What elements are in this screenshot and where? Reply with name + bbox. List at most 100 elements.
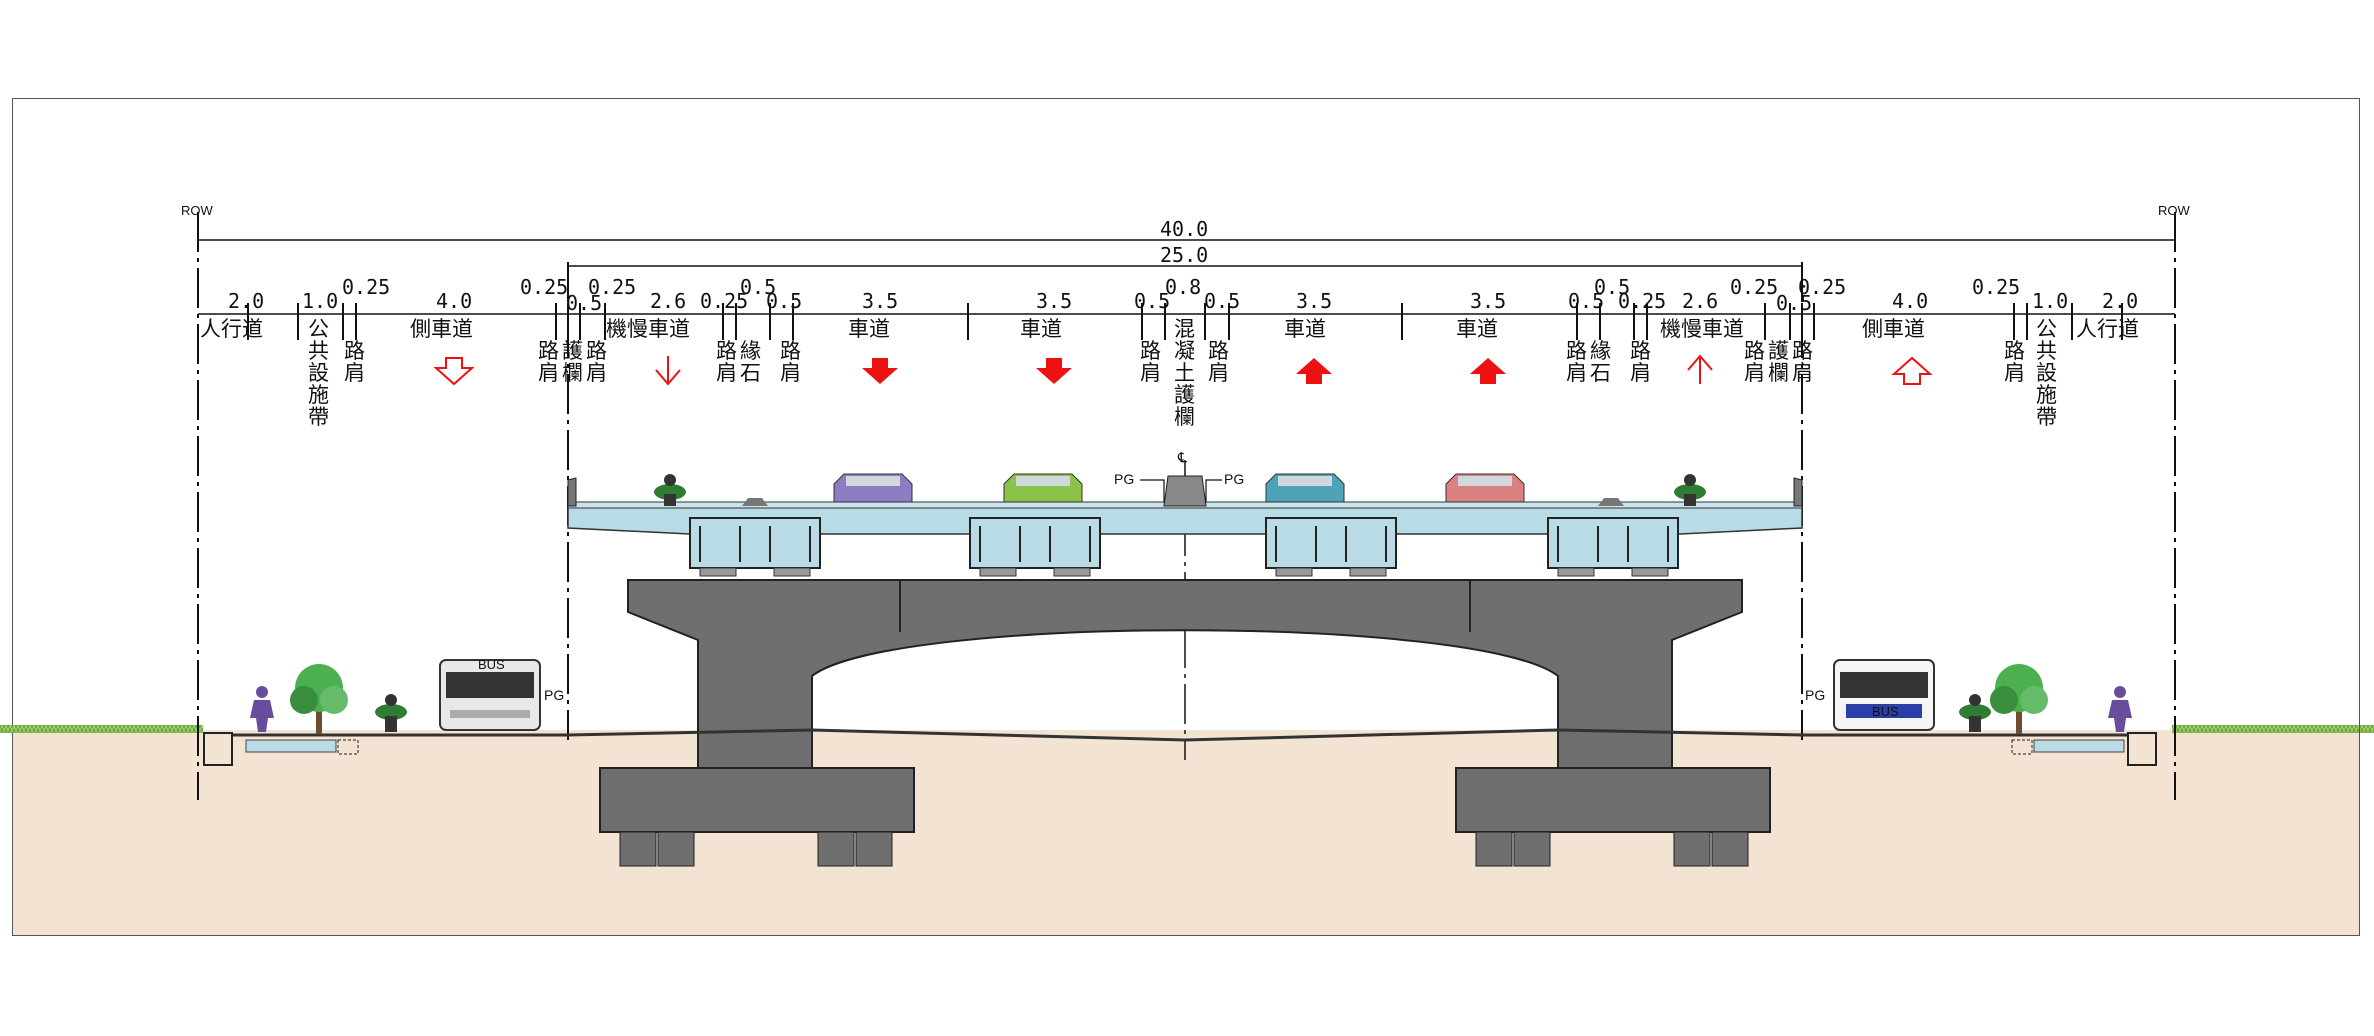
arrow-down-solid-icon	[862, 358, 898, 384]
label-sidewalk-right: 人行道	[2076, 317, 2139, 341]
svg-text:緣: 緣	[740, 339, 761, 363]
pedestrian-icon	[250, 686, 274, 732]
svg-text:欄: 欄	[1174, 405, 1195, 429]
bus-label: BUS	[1872, 704, 1899, 719]
pedestrian-icon	[2108, 686, 2132, 732]
svg-text:施: 施	[2036, 383, 2057, 407]
bus-icon: BUS	[1833, 659, 1935, 731]
svg-text:土: 土	[1174, 361, 1195, 385]
car-icon	[1445, 473, 1525, 503]
svg-text:肩: 肩	[344, 361, 365, 385]
svg-text:路: 路	[2004, 339, 2025, 363]
pg-label-ground-right: PG	[1805, 687, 1825, 703]
arrow-down-thin-icon	[655, 356, 681, 386]
svg-text:路: 路	[1140, 339, 1161, 363]
svg-text:護: 護	[562, 339, 583, 363]
svg-text:石: 石	[1590, 361, 1611, 385]
bus-icon: BUS	[439, 657, 541, 731]
dim-025a-right: 0.25	[1798, 275, 1846, 299]
dim-05c-right: 0.5	[1568, 289, 1604, 313]
arrow-down-outline-icon	[433, 357, 475, 386]
svg-text:護: 護	[1768, 339, 1789, 363]
svg-text:公: 公	[308, 317, 329, 341]
svg-text:肩: 肩	[780, 361, 801, 385]
svg-text:石: 石	[740, 361, 761, 385]
dim-025c-left: 0.25	[700, 289, 748, 313]
svg-text:公: 公	[2036, 317, 2057, 341]
car-icon	[833, 473, 913, 503]
bridge-width: 25.0	[1160, 243, 1208, 267]
box-girders	[689, 517, 1679, 569]
label-lane-1: 車道	[848, 317, 890, 341]
motorcycle-icon	[1959, 694, 1991, 732]
label-curb-right: 路 緣 路 肩 石 肩	[1566, 339, 1651, 385]
dim-frontage-right: 4.0	[1892, 289, 1928, 313]
dim-05m-right: 0.5	[1204, 289, 1240, 313]
label-frontage-right: 側車道	[1862, 317, 1925, 341]
dim-median: 0.8	[1165, 275, 1201, 299]
total-width: 40.0	[1160, 217, 1208, 241]
svg-text:肩: 肩	[1744, 361, 1765, 385]
svg-text:護: 護	[1174, 383, 1195, 407]
dim-lane-2: 3.5	[1036, 289, 1072, 313]
svg-text:肩: 肩	[1630, 361, 1651, 385]
dim-05a-right: 0.5	[1776, 291, 1812, 315]
dim-025c-right: 0.25	[1618, 289, 1666, 313]
car-icon	[1265, 473, 1345, 503]
dim-sidewalk-right: 2.0	[2102, 289, 2138, 313]
label-lane-3: 車道	[1284, 317, 1326, 341]
bearings	[699, 567, 1669, 577]
dim-utility-left: 1.0	[302, 289, 338, 313]
svg-text:施: 施	[308, 383, 329, 407]
label-shoulder-right: 路 肩	[2004, 339, 2025, 385]
pg-label-ground-left: PG	[544, 687, 564, 703]
dim-05top-left: 0.5	[740, 275, 776, 299]
svg-text:欄: 欄	[1768, 361, 1789, 385]
dim-025b-right: 0.25	[1730, 275, 1778, 299]
svg-text:共: 共	[308, 339, 329, 363]
svg-text:肩: 肩	[586, 361, 607, 385]
dim-05c-left: 0.5	[766, 289, 802, 313]
label-lane-2: 車道	[1020, 317, 1062, 341]
grass-left	[13, 725, 203, 733]
dim-05a-left: 0.5	[566, 291, 602, 315]
svg-text:肩: 肩	[1566, 361, 1587, 385]
dim-05m-left: 0.5	[1134, 289, 1170, 313]
svg-text:路: 路	[716, 339, 737, 363]
svg-text:肩: 肩	[1208, 361, 1229, 385]
svg-text:路: 路	[586, 339, 607, 363]
pier-cap-beam	[627, 579, 1743, 769]
svg-text:肩: 肩	[538, 361, 559, 385]
svg-text:路: 路	[344, 339, 365, 363]
tree-icon	[290, 664, 348, 734]
dim-05top-right: 0.5	[1594, 275, 1630, 299]
label-utility-right: 公 共 設 施 帶	[2036, 317, 2057, 429]
svg-text:混: 混	[1174, 317, 1195, 341]
bus-label: BUS	[478, 657, 505, 672]
svg-text:路: 路	[780, 339, 801, 363]
car-icon	[1003, 473, 1083, 503]
label-shoulder-left: 路 肩	[344, 339, 365, 385]
arrow-down-solid-icon	[1036, 358, 1072, 384]
label-median-barrier: 混 凝 土 護 欄	[1174, 317, 1195, 429]
arrow-up-outline-icon	[1891, 356, 1933, 385]
tree-icon	[1990, 664, 2048, 734]
svg-text:路: 路	[1744, 339, 1765, 363]
dim-frontage-left: 4.0	[436, 289, 472, 313]
underbridge-road	[567, 728, 1803, 742]
svg-text:帶: 帶	[2036, 405, 2057, 429]
label-shoulder-median-left: 路 肩	[1140, 339, 1161, 385]
svg-text:路: 路	[1630, 339, 1651, 363]
segment-ticks	[247, 303, 2123, 340]
pg-label-deck-left: PG	[1114, 471, 1134, 487]
label-mixed-left: 機慢車道	[606, 317, 690, 341]
row-label-right: ROW	[2158, 203, 2191, 218]
svg-text:肩: 肩	[1792, 361, 1813, 385]
dim-mixed-right: 2.6	[1682, 289, 1718, 313]
dim-lane-4: 3.5	[1470, 289, 1506, 313]
label-sidewalk-left: 人行道	[200, 317, 263, 341]
svg-text:設: 設	[308, 361, 329, 385]
svg-text:肩: 肩	[2004, 361, 2025, 385]
svg-text:路: 路	[1208, 339, 1229, 363]
dim-025a-left: 0.25	[520, 275, 568, 299]
